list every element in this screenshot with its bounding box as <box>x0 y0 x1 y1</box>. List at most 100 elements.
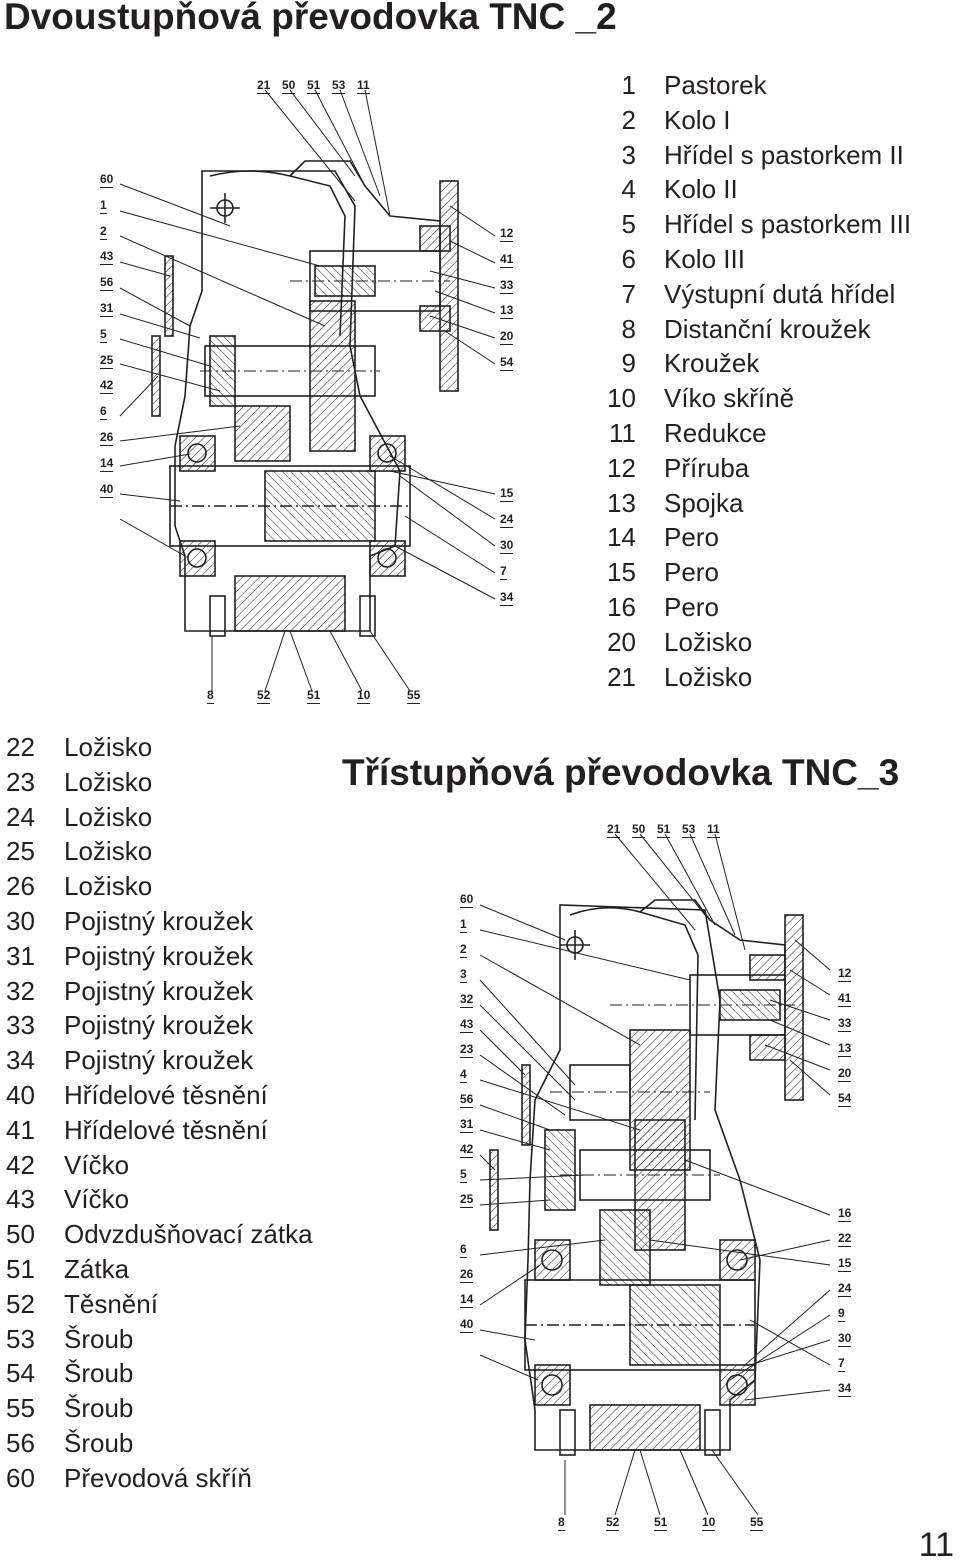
legend-item-number: 34 <box>6 1045 35 1076</box>
legend-item: 4 Kolo II <box>590 172 911 207</box>
legend-item: 24 Ložisko <box>6 800 313 835</box>
legend-item-number: 55 <box>6 1393 35 1424</box>
legend-item-number: 14 <box>607 522 636 553</box>
callout-label: 2 <box>100 223 107 240</box>
callout-label: 2 <box>460 942 467 958</box>
callout-label: 52 <box>257 688 271 704</box>
legend-item: 31 Pojistný kroužek <box>6 939 313 974</box>
callout-label: 12 <box>500 226 514 242</box>
callout-label: 34 <box>500 590 514 606</box>
legend-item-number: 8 <box>621 313 636 344</box>
callout-label: 4 <box>460 1067 467 1083</box>
callout-label: 53 <box>682 822 696 838</box>
legend-item-name: Pojistný kroužek <box>64 1010 254 1041</box>
legend-item-name: Ložisko <box>664 626 753 657</box>
callout-label: 30 <box>838 1331 852 1347</box>
legend-item-name: Pero <box>664 557 719 588</box>
callout-label: 1 <box>100 197 107 214</box>
legend-item-name: Šroub <box>64 1427 134 1458</box>
callout-label: 12 <box>838 966 852 982</box>
legend-item-name: Víko skříně <box>664 383 795 414</box>
legend-item-name: Šroub <box>64 1393 134 1424</box>
page-number: 11 <box>918 1526 954 1564</box>
legend-item-number: 25 <box>6 836 35 867</box>
callout-label: 33 <box>838 1016 852 1032</box>
legend-item-number: 10 <box>607 383 636 414</box>
legend-item-number: 52 <box>6 1288 35 1319</box>
legend-item-number: 5 <box>621 209 636 240</box>
callout-label: 40 <box>460 1317 474 1333</box>
callout-label: 26 <box>100 430 114 446</box>
legend-item-number: 4 <box>621 174 636 205</box>
legend-item: 10 Víko skříně <box>590 381 911 416</box>
callout-label: 60 <box>100 172 114 188</box>
callout-label: 15 <box>838 1256 852 1272</box>
legend-item-number: 1 <box>621 70 636 100</box>
callout-label: 25 <box>100 352 114 369</box>
callout-label: 41 <box>500 251 514 268</box>
legend-item-number: 24 <box>6 801 35 832</box>
callout-label: 14 <box>460 1292 474 1308</box>
legend-item-number: 31 <box>6 940 35 971</box>
callout-label: 16 <box>838 1206 852 1222</box>
page-title-tnc3: Třístupňová převodovka TNC_3 <box>342 752 900 793</box>
legend-item-number: 22 <box>6 732 35 762</box>
legend-item-number: 54 <box>6 1358 35 1389</box>
callout-label: 7 <box>500 564 507 580</box>
callout-label: 32 <box>460 992 474 1008</box>
callout-label: 55 <box>407 688 421 704</box>
callout-label: 6 <box>460 1242 467 1258</box>
legend-item-name: Kroužek <box>664 348 760 379</box>
callout-label: 43 <box>100 249 114 266</box>
legend-item-number: 3 <box>621 139 636 170</box>
callout-label: 21 <box>257 78 271 94</box>
callout-label: 20 <box>500 329 514 346</box>
callout-label: 1 <box>460 917 467 933</box>
legend-item-name: Kolo III <box>664 243 745 274</box>
legend-item-name: Ložisko <box>64 836 153 867</box>
callout-label: 11 <box>707 822 720 838</box>
legend-item-name: Ložisko <box>64 801 153 832</box>
legend-item-name: Kolo II <box>664 174 738 205</box>
legend-item-number: 15 <box>607 557 636 588</box>
callout-label: 24 <box>500 512 514 528</box>
legend-item-number: 53 <box>6 1323 35 1354</box>
legend-item-number: 21 <box>607 661 636 692</box>
callout-label: 30 <box>500 538 514 554</box>
legend-item: 34 Pojistný kroužek <box>6 1043 313 1078</box>
page-title-tnc2: Dvoustupňová převodovka TNC _2 <box>4 0 617 37</box>
legend-item-name: Pojistný kroužek <box>64 1045 254 1076</box>
callout-label: 43 <box>460 1017 474 1033</box>
callout-label: 13 <box>838 1041 852 1057</box>
legend-item: 7 Výstupní dutá hřídel <box>590 277 911 312</box>
callout-label: 42 <box>460 1142 474 1158</box>
callout-label: 60 <box>460 892 474 908</box>
callout-label: 50 <box>282 78 296 94</box>
legend-item-number: 7 <box>621 278 636 309</box>
legend-item-number: 9 <box>621 348 636 379</box>
callout-label: 6 <box>100 404 107 421</box>
legend-item-number: 6 <box>621 243 636 274</box>
legend-item-number: 33 <box>6 1010 35 1041</box>
callout-label: 5 <box>100 326 107 343</box>
callout-label: 9 <box>838 1306 845 1322</box>
legend-item-name: Výstupní dutá hřídel <box>664 278 896 309</box>
legend-item-name: Pojistný kroužek <box>64 940 254 971</box>
callout-label: 51 <box>307 688 321 704</box>
callout-label: 50 <box>632 822 646 838</box>
legend-item-name: Pojistný kroužek <box>64 905 254 936</box>
callout-label: 42 <box>100 378 114 395</box>
gearbox-tnc2-svg <box>119 89 496 692</box>
callout-label: 51 <box>657 822 671 838</box>
